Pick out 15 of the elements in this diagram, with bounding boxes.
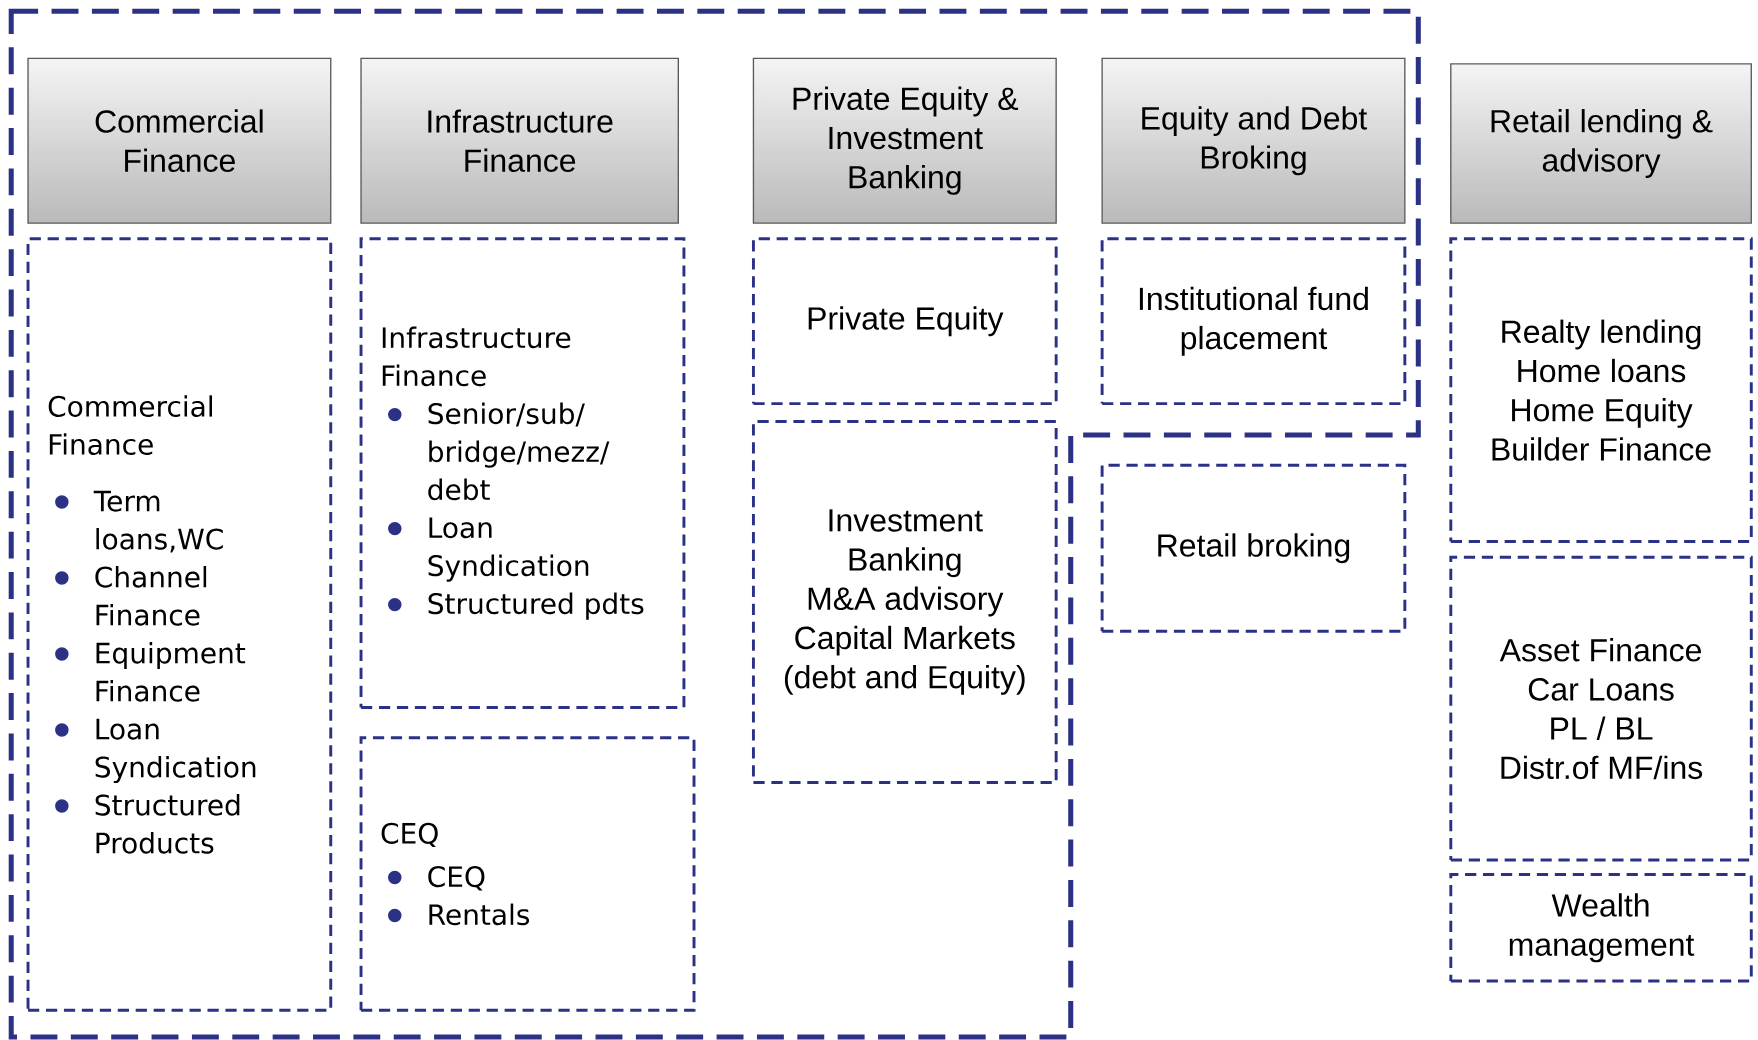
header-box: Retail lending & advisory: [1450, 63, 1752, 224]
dashed-box: CEQ CEQ Rentals: [359, 736, 696, 1012]
dashed-box: Infrastructure Finance Senior/sub/bridge/mezz/debt Loan Syndication Structured pdts: [359, 237, 686, 709]
header-box: Equity and Debt Broking: [1101, 57, 1406, 224]
dashed-box: Commercial Finance Term loans,WC Channel Finance Equipment Finance Loan Syndication Structured Products: [26, 237, 333, 1012]
dashed-box: Private Equity: [752, 237, 1058, 405]
dashed-box: Institutional fund placement: [1100, 237, 1407, 405]
dashed-box: Retail broking: [1100, 463, 1407, 633]
dashed-box: Wealth management: [1449, 872, 1753, 983]
dashed-box: Investment Banking M&A advisory Capital Markets (debt and Equity): [752, 419, 1058, 784]
dashed-box: Realty lending Home loans Home Equity Builder Finance: [1449, 237, 1753, 543]
header-box: Infrastructure Finance: [360, 57, 679, 224]
header-box: Private Equity & Investment Banking: [752, 57, 1057, 224]
header-box: Commercial Finance: [27, 57, 332, 224]
dashed-box: Asset Finance Car Loans PL / BL Distr.of MF/ins: [1449, 555, 1753, 862]
